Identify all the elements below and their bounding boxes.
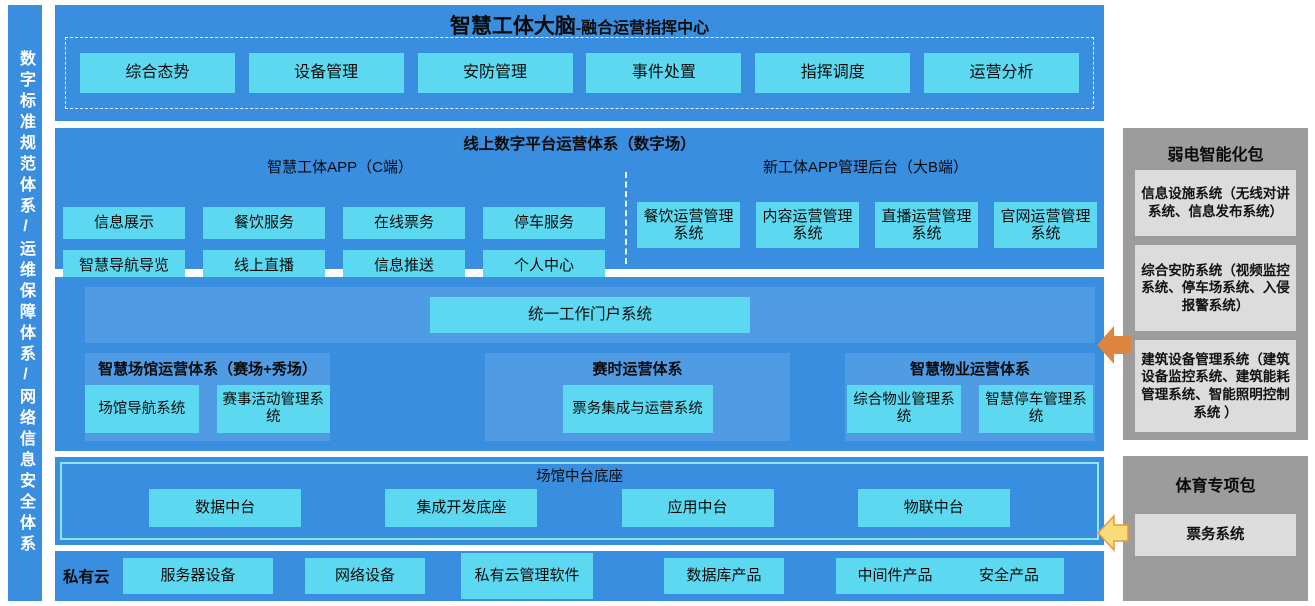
weak-current-pack-title: 弱电智能化包	[1167, 147, 1264, 164]
left-arrow-orange-icon	[1097, 326, 1131, 364]
venue-operation-items: 场馆导航系统 赛事活动管理系统	[85, 385, 330, 433]
c-side-item: 信息推送	[343, 250, 465, 282]
cloud-item: 安全产品	[954, 558, 1064, 594]
cloud-item: 数据库产品	[664, 558, 784, 594]
dashed-divider	[625, 172, 627, 264]
brain-item: 综合态势	[79, 53, 235, 93]
portal-banner: 统一工作门户系统	[430, 297, 750, 333]
c-side-item: 线上直播	[203, 250, 325, 282]
brain-title: 智慧工体大脑-融合运营指挥中心	[55, 5, 1104, 40]
sports-pack-item: 票务系统	[1135, 514, 1296, 556]
middle-platform-items: 数据中台 集成开发底座 应用中台 物联中台	[65, 489, 1094, 527]
standards-sidebar: 数字标准规范体系/运维保障体系/网络信息安全体系	[8, 5, 42, 601]
property-item: 综合物业管理系统	[847, 385, 961, 433]
weak-current-item: 信息设施系统（无线对讲系统、信息发布系统）	[1135, 170, 1296, 236]
b-side-item: 餐饮运营管理系统	[637, 202, 740, 248]
b-side-item: 官网运营管理系统	[994, 202, 1097, 248]
brain-item: 指挥调度	[755, 53, 911, 93]
middle-platform-item: 集成开发底座	[385, 489, 538, 527]
property-item: 智慧停车管理系统	[979, 385, 1093, 433]
c-side-title: 智慧工体APP（C端）	[267, 159, 413, 176]
cloud-item: 私有云管理软件	[461, 553, 593, 599]
middle-platform-panel: 场馆中台底座 数据中台 集成开发底座 应用中台 物联中台	[55, 457, 1104, 545]
weak-current-pack-panel: 弱电智能化包 信息设施系统（无线对讲系统、信息发布系统） 综合安防系统（视频监控…	[1123, 128, 1308, 440]
match-item: 票务集成与运营系统	[562, 385, 713, 433]
b-side-item: 内容运营管理系统	[756, 202, 859, 248]
property-operation-panel: 智慧物业运营体系 综合物业管理系统 智慧停车管理系统	[845, 353, 1095, 441]
property-operation-title: 智慧物业运营体系	[909, 361, 1030, 378]
brain-item: 安防管理	[417, 53, 573, 93]
c-side-item: 智慧导航导览	[63, 250, 185, 282]
brain-item: 运营分析	[924, 53, 1080, 93]
match-operation-items: 票务集成与运营系统	[485, 385, 790, 433]
digital-platform-panel: 线上数字平台运营体系（数字场） 智慧工体APP（C端） 信息展示 餐饮服务 在线…	[55, 128, 1104, 282]
b-side-item: 直播运营管理系统	[875, 202, 978, 248]
brain-item: 事件处置	[586, 53, 742, 93]
c-side-item: 餐饮服务	[203, 207, 325, 239]
c-side-item: 个人中心	[483, 250, 605, 282]
brain-items-container: 综合态势 设备管理 安防管理 事件处置 指挥调度 运营分析	[65, 37, 1094, 109]
middle-platform-title: 场馆中台底座	[536, 469, 623, 485]
c-side-item: 停车服务	[483, 207, 605, 239]
digital-platform-title: 线上数字平台运营体系（数字场）	[463, 136, 696, 153]
b-side-section: 新工体APP管理后台（大B端） 餐饮运营管理系统 内容运营管理系统 直播运营管理…	[633, 152, 1098, 269]
brain-panel: 智慧工体大脑-融合运营指挥中心 综合态势 设备管理 安防管理 事件处置 指挥调度…	[55, 5, 1104, 121]
property-operation-items: 综合物业管理系统 智慧停车管理系统	[845, 385, 1095, 433]
operation-panel: 统一工作门户系统 智慧场馆运营体系（赛场+秀场） 场馆导航系统 赛事活动管理系统…	[55, 277, 1104, 451]
c-side-item: 信息展示	[63, 207, 185, 239]
venue-operation-panel: 智慧场馆运营体系（赛场+秀场） 场馆导航系统 赛事活动管理系统	[85, 353, 330, 441]
portal-strip: 统一工作门户系统	[85, 287, 1095, 343]
brain-title-main: 智慧工体大脑	[449, 15, 576, 38]
cloud-item: 服务器设备	[123, 558, 273, 594]
standards-sidebar-label: 数字标准规范体系/运维保障体系/网络信息安全体系	[17, 50, 34, 556]
brain-item: 设备管理	[248, 53, 404, 93]
middle-platform-item: 物联中台	[857, 489, 1010, 527]
private-cloud-label: 私有云	[63, 569, 110, 586]
c-side-item: 在线票务	[343, 207, 465, 239]
match-operation-title: 赛时运营体系	[592, 361, 683, 378]
sports-pack-title: 体育专项包	[1175, 478, 1256, 495]
cloud-item: 网络设备	[305, 558, 425, 594]
middle-platform-item: 应用中台	[621, 489, 774, 527]
sports-pack-panel: 体育专项包 票务系统	[1123, 456, 1308, 601]
left-arrow-yellow-icon	[1097, 514, 1129, 552]
cloud-item: 中间件产品	[836, 558, 954, 594]
venue-operation-title: 智慧场馆运营体系（赛场+秀场）	[98, 361, 317, 378]
weak-current-item: 综合安防系统（视频监控系统、停车场系统、入侵报警系统）	[1135, 245, 1296, 331]
venue-item: 场馆导航系统	[85, 385, 199, 433]
b-side-title: 新工体APP管理后台（大B端）	[762, 159, 969, 176]
match-operation-panel: 赛时运营体系 票务集成与运营系统	[485, 353, 790, 441]
brain-title-sub: -融合运营指挥中心	[575, 20, 710, 37]
b-side-row: 餐饮运营管理系统 内容运营管理系统 直播运营管理系统 官网运营管理系统	[637, 202, 1098, 248]
middle-platform-item: 数据中台	[149, 489, 302, 527]
c-side-grid: 信息展示 餐饮服务 在线票务 停车服务 智慧导航导览 线上直播 信息推送 个人中…	[63, 207, 605, 282]
c-side-section: 智慧工体APP（C端） 信息展示 餐饮服务 在线票务 停车服务 智慧导航导览 线…	[55, 152, 625, 282]
venue-item: 赛事活动管理系统	[216, 385, 330, 433]
weak-current-item: 建筑设备管理系统（建筑设备监控系统、建筑能耗管理系统、智能照明控制系统 ）	[1135, 340, 1296, 432]
middle-platform-border	[60, 462, 1099, 540]
private-cloud-panel: 私有云 服务器设备 网络设备 私有云管理软件 数据库产品 中间件产品 安全产品	[55, 551, 1104, 601]
